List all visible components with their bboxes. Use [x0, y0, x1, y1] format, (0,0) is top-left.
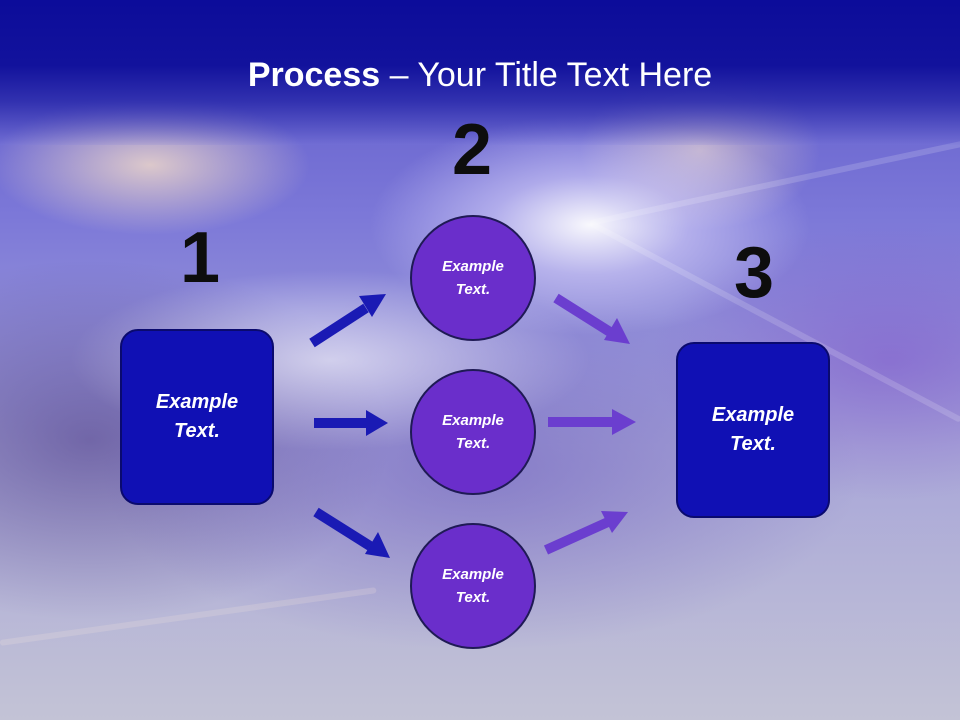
- title-bold-part: Process: [247, 56, 381, 94]
- arrow-right-icon: [553, 293, 630, 344]
- slide-title: Process – Your Title Text Here: [0, 54, 960, 96]
- arrow-right-icon: [543, 511, 628, 555]
- left-process-box[interactable]: Example Text.: [120, 329, 274, 505]
- process-circle-bottom[interactable]: Example Text.: [410, 523, 536, 649]
- process-circle-top[interactable]: Example Text.: [410, 215, 536, 341]
- circle-middle-label: Example Text.: [442, 412, 504, 452]
- step-number-3: 3: [733, 233, 775, 313]
- left-box-label: Example Text.: [155, 391, 239, 442]
- circle-bottom-label: Example Text.: [442, 566, 504, 606]
- arrow-right-icon: [313, 507, 390, 558]
- circle-top-label: Example Text.: [442, 258, 504, 298]
- title-rest-part: – Your Title Text Here: [380, 56, 713, 94]
- arrow-right-icon: [309, 294, 386, 348]
- title-banner: Process – Your Title Text Here: [0, 0, 960, 145]
- right-process-box[interactable]: Example Text.: [676, 342, 830, 518]
- arrow-right-icon: [314, 410, 388, 436]
- process-circle-middle[interactable]: Example Text.: [410, 369, 536, 495]
- step-number-1: 1: [179, 218, 221, 298]
- right-box-label: Example Text.: [711, 404, 795, 455]
- step-number-2: 2: [451, 110, 493, 190]
- arrow-right-icon: [548, 409, 636, 435]
